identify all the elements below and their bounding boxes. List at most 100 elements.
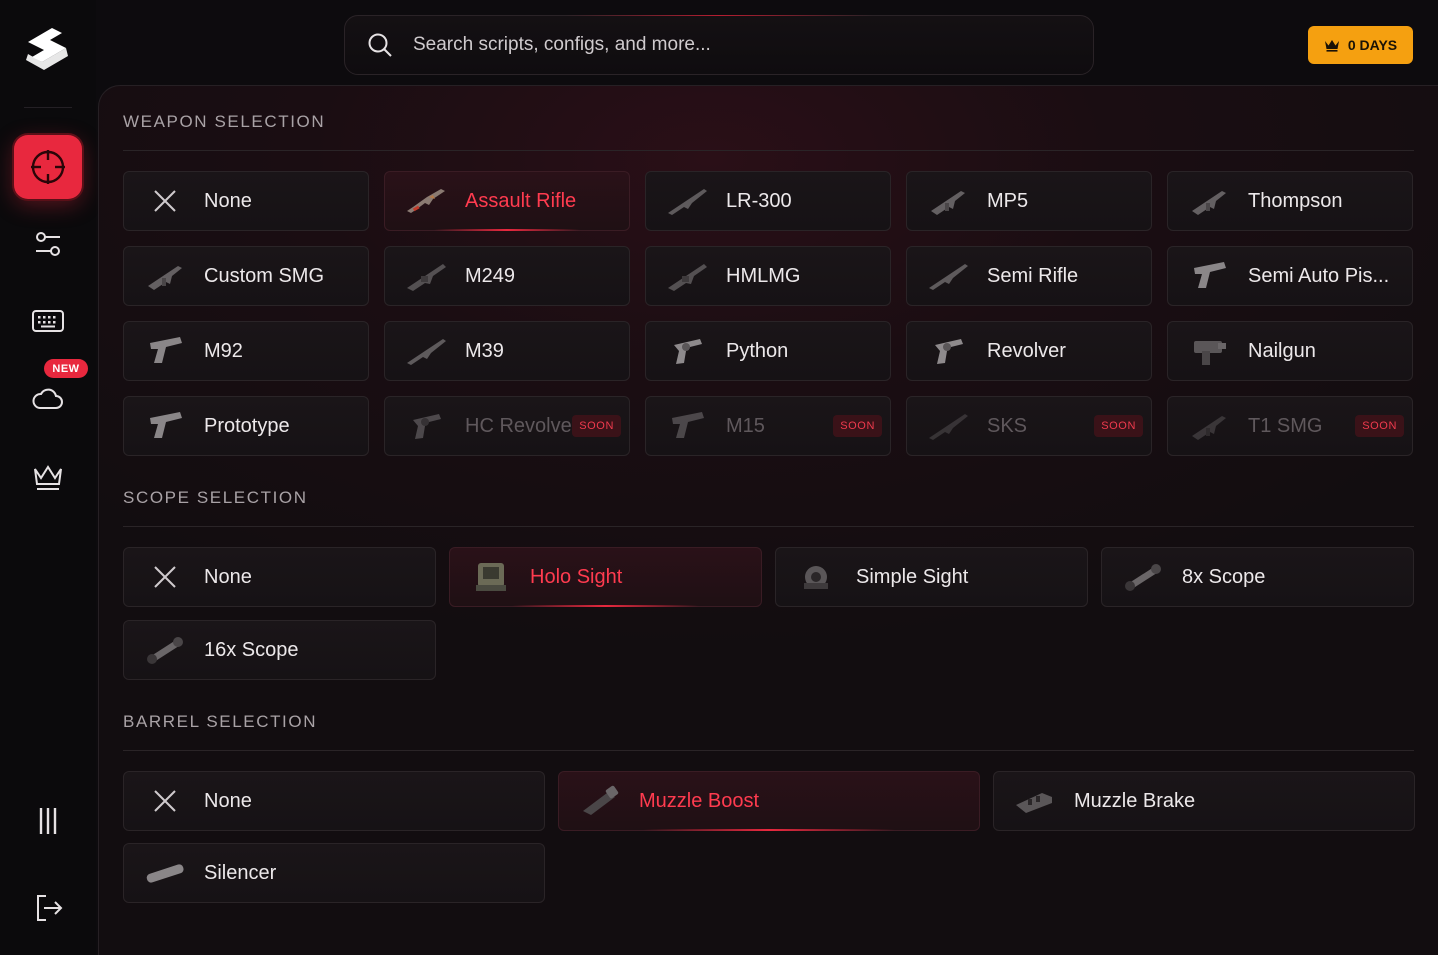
barrel-option-none[interactable]: None (123, 771, 545, 831)
nav-menu[interactable] (14, 789, 82, 853)
weapon-option-prototype[interactable]: Prototype (123, 396, 369, 456)
nav-cloud[interactable] (14, 367, 82, 431)
menu-bars-icon (39, 808, 57, 834)
weapon-option-m39[interactable]: M39 (384, 321, 630, 381)
weapon-option-semi-auto-pis[interactable]: Semi Auto Pis... (1167, 246, 1413, 306)
muzzle-boost-icon (575, 781, 625, 821)
muzzle-brake-icon (1010, 781, 1060, 821)
soon-badge: SOON (1355, 415, 1404, 437)
weapon-option-label: T1 SMG (1248, 414, 1323, 437)
weapon-option-revolver[interactable]: Revolver (906, 321, 1152, 381)
scope-option-label: 16x Scope (204, 638, 299, 661)
rifle-icon (662, 181, 712, 221)
pistol-icon (140, 331, 190, 371)
weapon-option-label: SKS (987, 414, 1028, 437)
scope-option-label: 8x Scope (1182, 565, 1266, 588)
weapon-option-hmlmg[interactable]: HMLMG (645, 246, 891, 306)
weapon-option-custom-smg[interactable]: Custom SMG (123, 246, 369, 306)
barrel-option-muzzle-boost[interactable]: Muzzle Boost (558, 771, 980, 831)
weapon-option-label: M249 (465, 264, 516, 287)
weapon-option-mp5[interactable]: MP5 (906, 171, 1152, 231)
weapon-option-thompson[interactable]: Thompson (1167, 171, 1413, 231)
nailgun-icon (1184, 331, 1234, 371)
sidebar-divider (24, 107, 72, 108)
close-icon (140, 181, 190, 221)
close-icon (140, 781, 190, 821)
search-bar[interactable] (344, 15, 1094, 75)
weapon-section-divider (123, 150, 1414, 151)
barrel-option-silencer[interactable]: Silencer (123, 843, 545, 903)
weapon-option-assault-rifle[interactable]: Assault Rifle (384, 171, 630, 231)
scope-option-none[interactable]: None (123, 547, 436, 607)
pistol-icon (140, 406, 190, 446)
new-badge: NEW (44, 359, 88, 378)
barrel-option-muzzle-brake[interactable]: Muzzle Brake (993, 771, 1415, 831)
nav-keybinds[interactable] (14, 289, 82, 353)
pistol-icon (1184, 256, 1234, 296)
scope-option-holo-sight[interactable]: Holo Sight (449, 547, 762, 607)
barrel-section-title: BARREL SELECTION (123, 712, 318, 731)
weapon-option-label: Custom SMG (204, 264, 325, 287)
scope-option-label: Simple Sight (856, 565, 969, 588)
crosshair-icon (31, 150, 65, 184)
nav-premium[interactable] (14, 444, 82, 508)
barrel-section-divider (123, 750, 1414, 751)
weapon-option-label: HMLMG (726, 264, 801, 287)
barrel-option-label: Muzzle Brake (1074, 789, 1196, 812)
days-label: 0 DAYS (1347, 37, 1398, 53)
weapon-option-label: Thompson (1248, 189, 1343, 212)
weapon-option-label: LR-300 (726, 189, 792, 212)
weapon-option-label: None (204, 189, 252, 212)
scope-option-label: None (204, 565, 252, 588)
scope-option-simple-sight[interactable]: Simple Sight (775, 547, 1088, 607)
revolver-icon (401, 406, 451, 446)
barrel-option-label: Muzzle Boost (639, 789, 760, 812)
weapon-option-semi-rifle[interactable]: Semi Rifle (906, 246, 1152, 306)
smg-icon (923, 181, 973, 221)
scope-option-label: Holo Sight (530, 565, 623, 588)
weapon-option-none[interactable]: None (123, 171, 369, 231)
weapon-option-python[interactable]: Python (645, 321, 891, 381)
weapon-option-label: M92 (204, 339, 243, 362)
scope-section-divider (123, 526, 1414, 527)
rifle-icon (923, 406, 973, 446)
weapon-option-label: Semi Auto Pis... (1248, 264, 1390, 287)
soon-badge: SOON (833, 415, 882, 437)
nav-crosshair[interactable] (14, 135, 82, 199)
scope-option-16x-scope[interactable]: 16x Scope (123, 620, 436, 680)
crown-icon (1324, 40, 1339, 52)
weapon-option-m249[interactable]: M249 (384, 246, 630, 306)
assault-rifle-icon (401, 181, 451, 221)
keyboard-icon (32, 310, 64, 332)
smg-icon (1184, 406, 1234, 446)
barrel-option-label: Silencer (204, 861, 277, 884)
weapon-option-label: Revolver (987, 339, 1066, 362)
weapon-option-m92[interactable]: M92 (123, 321, 369, 381)
lmg-icon (401, 256, 451, 296)
rifle-icon (401, 331, 451, 371)
scope-option-8x-scope[interactable]: 8x Scope (1101, 547, 1414, 607)
nav-settings[interactable] (14, 212, 82, 276)
holo-sight-icon (466, 557, 516, 597)
crown-icon (34, 465, 62, 490)
weapon-option-label: Nailgun (1248, 339, 1316, 362)
weapon-option-label: MP5 (987, 189, 1029, 212)
revolver-icon (662, 331, 712, 371)
brand-logo (26, 28, 68, 70)
silencer-icon (140, 853, 190, 893)
weapon-option-label: Semi Rifle (987, 264, 1079, 287)
barrel-option-label: None (204, 789, 252, 812)
scope-icon (1118, 557, 1168, 597)
cloud-icon (32, 388, 63, 409)
weapon-section-title: WEAPON SELECTION (123, 112, 326, 131)
search-input[interactable] (413, 34, 1013, 56)
weapon-option-label: M39 (465, 339, 504, 362)
weapon-option-nailgun[interactable]: Nailgun (1167, 321, 1413, 381)
subscription-days-button[interactable]: 0 DAYS (1308, 26, 1413, 64)
weapon-option-label: M15 (726, 414, 765, 437)
weapon-option-t1-smg: T1 SMG SOON (1167, 396, 1413, 456)
sliders-icon (36, 232, 60, 256)
weapon-option-lr-300[interactable]: LR-300 (645, 171, 891, 231)
nav-logout[interactable] (14, 876, 82, 940)
